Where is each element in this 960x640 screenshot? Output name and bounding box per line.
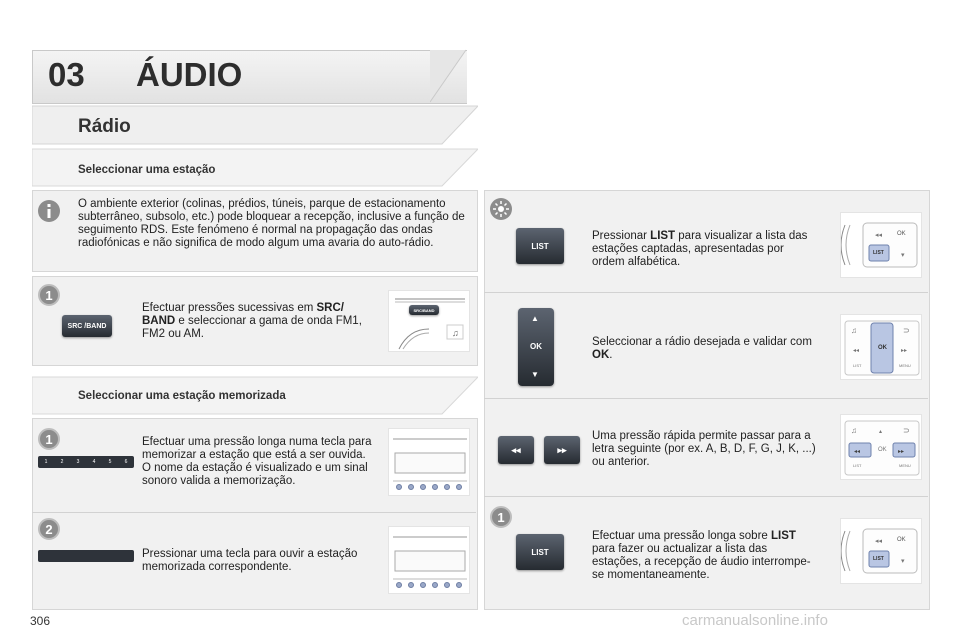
text-normal: Pressionar (592, 230, 651, 242)
subsection-header-bg (32, 148, 478, 187)
src-band-button[interactable]: SRC /BAND (62, 315, 112, 337)
text-normal: e seleccionar a gama de onda FM1, FM2 ou… (142, 315, 362, 340)
svg-text:◂◂: ◂◂ (854, 449, 860, 455)
ok-button[interactable]: OK (530, 342, 542, 351)
step-text-recall: Pressionar uma tecla para ouvir a estaçã… (142, 548, 358, 573)
text-bold: SRC/ BAND (142, 302, 344, 327)
chapter-header-bar (32, 50, 467, 104)
illus-ok-label: OK (897, 231, 906, 237)
svg-text:⊃: ⊃ (903, 426, 910, 435)
illus-src-band-button: SRC/BAND (409, 305, 439, 315)
text-normal: para visualizar a lista das estações cap… (592, 230, 808, 268)
preset-key[interactable]: 4 (92, 459, 96, 465)
fast-forward-icon: ▸▸ (557, 444, 567, 455)
row-text-long-list: Efectuar uma pressão longa sobre LIST pa… (592, 530, 818, 582)
row-text-ok: Seleccionar a rádio desejada e validar c… (592, 336, 816, 362)
panel-divider (484, 398, 928, 399)
illus-list-label: LIST (853, 463, 862, 468)
illus-list-label: LIST (873, 556, 884, 562)
previous-button[interactable]: ◂◂ (498, 436, 534, 464)
preset-key[interactable]: 5 (108, 459, 112, 465)
text-normal: para fazer ou actualizar a lista das est… (592, 543, 811, 581)
preset-key[interactable]: 6 (124, 459, 128, 465)
illus-ok-label: OK (878, 447, 887, 453)
svg-text:◂◂: ◂◂ (875, 538, 883, 545)
ok-navigation-pad[interactable]: ▲ OK ▼ (518, 308, 554, 386)
section-header-bg (32, 105, 478, 145)
text-normal: Efectuar uma pressão longa sobre (592, 530, 771, 542)
list-button[interactable]: LIST (516, 534, 564, 570)
steering-control-illustration: ◂◂ ▾ OK LIST (840, 518, 922, 584)
panel-divider (484, 292, 928, 293)
down-arrow-icon[interactable]: ▼ (531, 370, 539, 379)
radio-front-illustration: ♫ SRC/BAND (388, 290, 470, 352)
section-title: Rádio (78, 116, 131, 137)
svg-text:▸▸: ▸▸ (901, 348, 907, 354)
info-text: O ambiente exterior (colinas, prédios, t… (78, 198, 465, 249)
text-normal: Efectuar pressões sucessivas em (142, 302, 317, 314)
page-number: 306 (30, 614, 51, 628)
info-panel (32, 190, 478, 272)
chapter-number: 03 (48, 56, 85, 93)
rewind-icon: ◂◂ (511, 444, 521, 455)
steering-control-illustration: ◂◂ ▾ OK LIST (840, 212, 922, 278)
step-text-memorize: Efectuar uma pressão longa numa tecla pa… (142, 436, 372, 487)
radio-presets-illustration (388, 428, 470, 496)
text-normal: . (609, 349, 613, 361)
preset-key[interactable]: 1 (44, 459, 48, 465)
svg-text:▴: ▴ (879, 429, 882, 435)
preset-keys-strip (38, 550, 134, 562)
subsection-title-memorized: Seleccionar uma estação memorizada (78, 390, 286, 402)
step-text-src-band: Efectuar pressões sucessivas em SRC/ BAN… (142, 302, 370, 341)
control-panel-illustration: ♫ ⊃ ◂◂ ▸▸ OK LIST MENU (840, 314, 922, 380)
watermark: carmanualsonline.info (682, 612, 828, 629)
preset-key[interactable]: 2 (60, 459, 64, 465)
subsection-header-bg (32, 376, 478, 415)
illus-menu-label: MENU (899, 463, 911, 468)
svg-text:▾: ▾ (901, 252, 905, 259)
row-text-skip: Uma pressão rápida permite passar para a… (592, 430, 816, 468)
radio-presets-illustration (388, 526, 470, 594)
illus-ok-label: OK (897, 537, 906, 543)
chapter-title: ÁUDIO (136, 56, 243, 93)
illus-list-label: LIST (873, 250, 884, 256)
svg-text:♫: ♫ (851, 426, 857, 435)
svg-text:▾: ▾ (901, 558, 905, 565)
svg-text:♫: ♫ (452, 328, 459, 338)
svg-text:◂◂: ◂◂ (875, 232, 883, 239)
info-icon (38, 200, 60, 222)
row-text-list: Pressionar LIST para visualizar a lista … (592, 230, 816, 269)
preset-keys-strip: 1 2 3 4 5 6 (38, 456, 134, 468)
svg-text:◂◂: ◂◂ (853, 348, 859, 354)
step-badge: 2 (38, 518, 60, 540)
text-bold: OK (592, 349, 610, 361)
illus-menu-label: MENU (899, 363, 911, 368)
step-badge: 1 (38, 284, 60, 306)
chapter-header-corner (430, 49, 467, 103)
svg-text:⊃: ⊃ (903, 326, 910, 335)
text-normal: Seleccionar a rádio desejada e validar c… (592, 336, 812, 348)
control-panel-illustration: ♫ ▴ ⊃ ◂◂ ▸▸ OK LIST MENU (840, 414, 922, 480)
text-bold: LIST (650, 230, 676, 242)
svg-text:▸▸: ▸▸ (898, 449, 904, 455)
up-arrow-icon[interactable]: ▲ (531, 314, 539, 323)
tip-icon (490, 198, 512, 220)
illus-ok-label: OK (878, 345, 887, 351)
next-button[interactable]: ▸▸ (544, 436, 580, 464)
text-bold: LIST (771, 530, 796, 542)
step-badge: 1 (490, 506, 512, 528)
list-button[interactable]: LIST (516, 228, 564, 264)
panel-divider (32, 512, 476, 513)
preset-key[interactable]: 3 (76, 459, 80, 465)
subsection-title-select-station: Seleccionar uma estação (78, 164, 216, 176)
illus-list-label: LIST (853, 363, 862, 368)
panel-divider (484, 496, 928, 497)
step-badge: 1 (38, 428, 60, 450)
svg-text:♫: ♫ (851, 326, 857, 335)
